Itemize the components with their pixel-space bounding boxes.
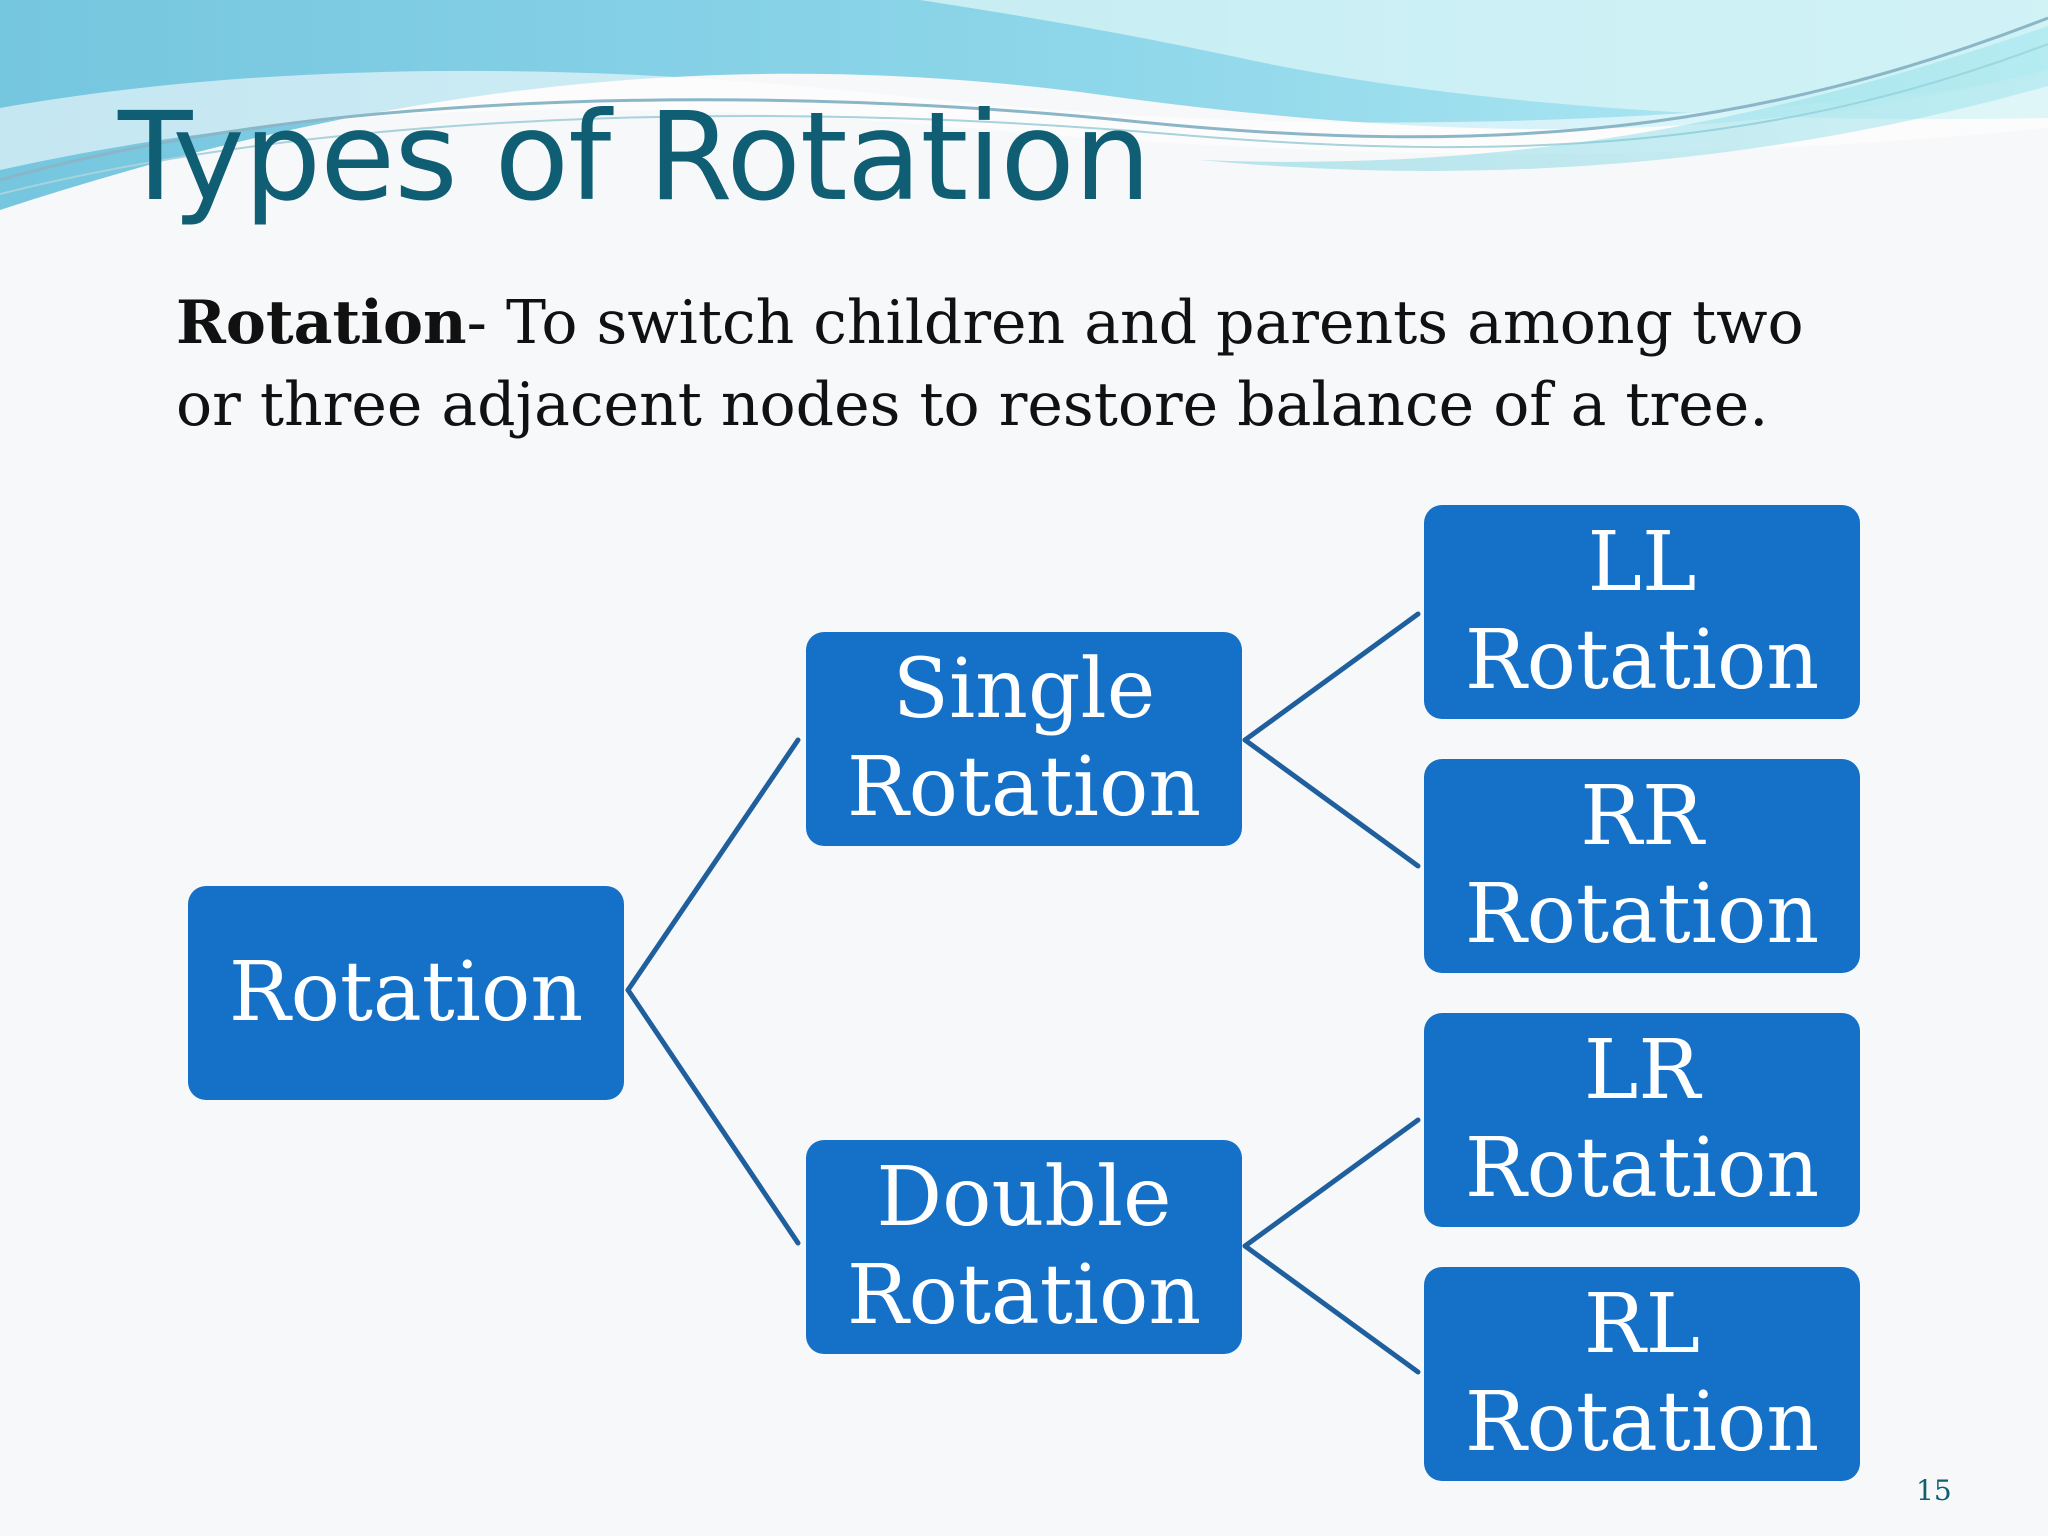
ll-rotation-line2: Rotation <box>1464 613 1820 708</box>
rr-rotation-line1: RR <box>1580 769 1704 864</box>
double-rotation-line2: Rotation <box>846 1248 1202 1343</box>
connector-single-ll <box>1242 611 1421 743</box>
single-rotation-line2: Rotation <box>846 740 1202 835</box>
lr-rotation-line2: Rotation <box>1464 1121 1820 1216</box>
connector-double-lr <box>1242 1117 1421 1249</box>
rr-rotation-node: RR Rotation <box>1424 759 1860 973</box>
lr-rotation-node: LR Rotation <box>1424 1013 1860 1227</box>
rotation-root-label: Rotation <box>228 945 584 1040</box>
header-wave-decoration <box>0 0 2048 210</box>
lr-rotation-line1: LR <box>1583 1023 1701 1118</box>
rr-rotation-line2: Rotation <box>1464 867 1820 962</box>
rotation-definition: Rotation- To switch children and parents… <box>176 282 1876 446</box>
connector-rotation-single <box>625 737 801 993</box>
rl-rotation-line1: RL <box>1583 1277 1701 1372</box>
definition-text: - To switch children and parents among t… <box>176 288 1804 440</box>
rotation-root-node: Rotation <box>188 886 624 1100</box>
page-number: 15 <box>1916 1474 1952 1507</box>
single-rotation-line1: Single <box>892 642 1156 737</box>
rl-rotation-line2: Rotation <box>1464 1375 1820 1470</box>
slide-title: Types of Rotation <box>118 86 1151 228</box>
connector-double-rl <box>1242 1243 1421 1375</box>
single-rotation-node: Single Rotation <box>806 632 1242 846</box>
double-rotation-node: Double Rotation <box>806 1140 1242 1354</box>
ll-rotation-node: LL Rotation <box>1424 505 1860 719</box>
connector-single-rr <box>1242 737 1421 869</box>
ll-rotation-line1: LL <box>1587 515 1697 610</box>
rl-rotation-node: RL Rotation <box>1424 1267 1860 1481</box>
connector-rotation-double <box>625 987 801 1246</box>
definition-term: Rotation <box>176 288 467 358</box>
double-rotation-line1: Double <box>876 1150 1172 1245</box>
